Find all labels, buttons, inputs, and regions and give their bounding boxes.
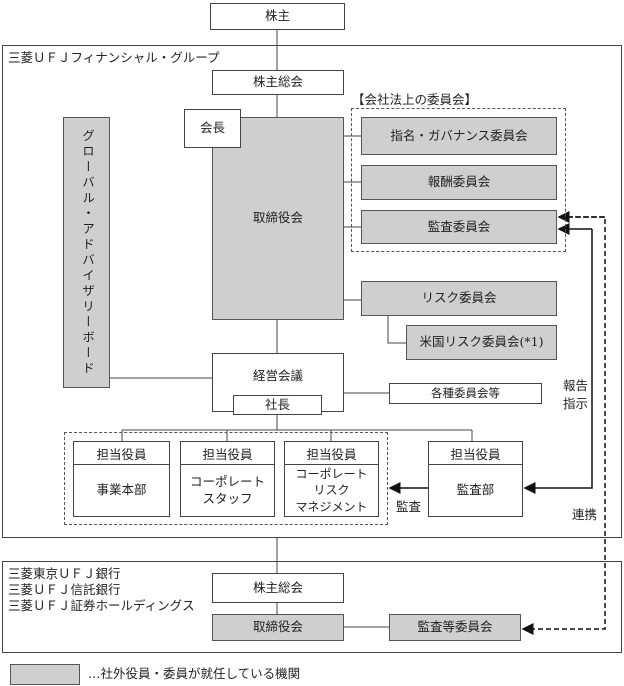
- cooperation-label: 連携: [572, 507, 598, 522]
- mufg-label: 三菱ＵＦＪフィナンシャル・グループ: [8, 50, 220, 65]
- division-name: コーポレート リスク マネジメント: [295, 467, 368, 514]
- mufg-frame: [2, 45, 622, 538]
- subsidiary-general-meeting: 株主総会: [212, 573, 344, 603]
- us-risk-committee: 米国リスク委員会(*1): [406, 325, 557, 360]
- division-header: 担当役員: [429, 442, 522, 465]
- division-name: コーポレート スタッフ: [189, 473, 265, 506]
- compensation-committee: 報酬委員会: [361, 165, 557, 200]
- chairman-box: 会長: [184, 109, 241, 148]
- global-advisory-board: グローバル・アドバイザリーボード: [63, 117, 110, 388]
- subsidiary-board: 取締役会: [212, 614, 344, 641]
- other-committees: 各種委員会等: [389, 383, 542, 404]
- subsidiary-audit-committee: 監査等委員会: [389, 614, 521, 641]
- division-corporate-risk: 担当役員 コーポレート リスク マネジメント: [284, 441, 379, 517]
- mufg-general-meeting: 株主総会: [212, 70, 344, 95]
- division-header: 担当役員: [181, 442, 274, 465]
- subsidiary-name: 三菱東京ＵＦＪ銀行: [8, 566, 121, 581]
- report-label: 報告: [563, 378, 589, 393]
- division-corporate-staff: 担当役員 コーポレート スタッフ: [180, 441, 275, 517]
- audit-committee: 監査委員会: [361, 210, 557, 244]
- division-header: 担当役員: [74, 442, 169, 465]
- division-name: 監査部: [456, 482, 495, 498]
- statutory-committees-label: 【会社法上の委員会】: [352, 92, 478, 107]
- business-divisions-frame: [64, 432, 388, 525]
- division-business: 担当役員 事業本部: [73, 441, 170, 517]
- legend-swatch: [10, 664, 80, 685]
- division-internal-audit: 担当役員 監査部: [428, 441, 523, 517]
- legend-text: …社外役員・委員が就任している機関: [88, 666, 301, 681]
- president-box: 社長: [233, 395, 322, 415]
- mufg-board: 取締役会: [212, 117, 344, 320]
- statutory-committees-frame: [351, 108, 566, 252]
- subsidiary-name: 三菱ＵＦＪ証券ホールディングス: [8, 598, 195, 613]
- division-header: 担当役員: [285, 442, 378, 465]
- shareholders-box: 株主: [210, 3, 345, 30]
- subsidiaries-frame: [2, 561, 622, 653]
- subsidiary-name: 三菱ＵＦＪ信託銀行: [8, 582, 121, 597]
- risk-committee: リスク委員会: [361, 281, 557, 316]
- division-name: 事業本部: [96, 482, 147, 498]
- audit-label: 監査: [396, 499, 422, 514]
- instruct-label: 指示: [563, 396, 589, 411]
- nomination-governance-committee: 指名・ガバナンス委員会: [361, 117, 557, 155]
